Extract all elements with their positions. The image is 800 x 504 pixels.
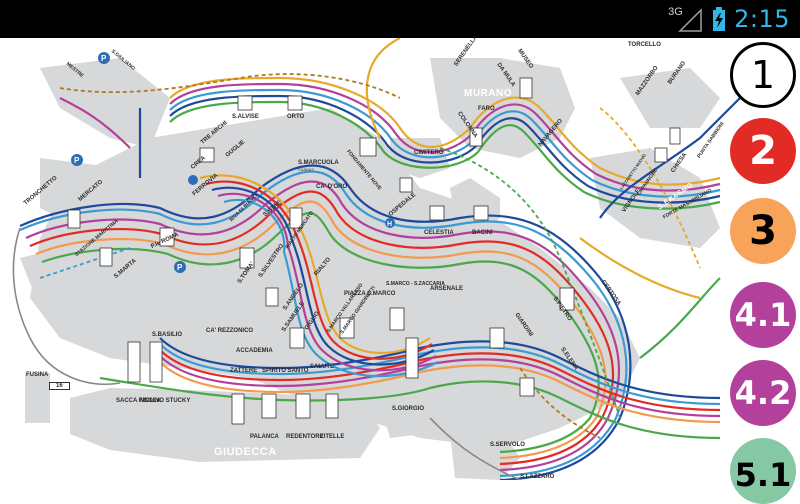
svg-text:P: P bbox=[101, 54, 107, 63]
stop-molino-stucky[interactable]: MOLINO STUCKY bbox=[140, 398, 191, 404]
line-5-1-button[interactable]: 5.1 bbox=[730, 438, 796, 504]
area-label-giudecca: GIUDECCA bbox=[214, 446, 277, 458]
svg-text:H: H bbox=[387, 221, 392, 228]
stop-s-marco-s-zaccaria[interactable]: S.MARCO - S.ZACCARIA bbox=[386, 281, 445, 287]
stop-cimitero[interactable]: CIMITERO bbox=[414, 150, 444, 156]
stop-torcello[interactable]: TORCELLO bbox=[628, 42, 661, 48]
line-selector: 1 2 3 4.1 4.2 5.1 bbox=[728, 38, 800, 504]
facility-icons: P P P H bbox=[71, 52, 395, 273]
route-lines bbox=[12, 38, 761, 480]
line-1-button[interactable]: 1 bbox=[730, 42, 796, 108]
map-graphics: P P P H bbox=[12, 38, 761, 480]
line-4-1-button[interactable]: 4.1 bbox=[730, 282, 796, 348]
stop-ca-rezzonico[interactable]: CA' REZZONICO bbox=[206, 328, 254, 334]
stop-s-alvise[interactable]: S.ALVISE bbox=[232, 114, 259, 120]
line-3-button[interactable]: 3 bbox=[730, 198, 796, 264]
svg-text:P: P bbox=[177, 263, 183, 272]
stop-palanca[interactable]: PALANCA bbox=[250, 434, 279, 440]
stop-ca-d-oro[interactable]: CA' D'ORO bbox=[316, 184, 348, 190]
stop-accademia[interactable]: ACCADEMIA bbox=[236, 348, 273, 354]
fusina-route-number: 16 bbox=[49, 382, 70, 390]
stop-arsenale[interactable]: ARSENALE bbox=[430, 286, 464, 292]
svg-text:P: P bbox=[74, 156, 80, 165]
line-5-1-label: 5.1 bbox=[734, 456, 792, 494]
line-2-button[interactable]: 2 bbox=[730, 118, 796, 184]
line-4-1-label: 4.1 bbox=[734, 296, 792, 334]
stop-s-lazzaro[interactable]: S.LAZZARO bbox=[520, 474, 555, 480]
line-4-2-button[interactable]: 4.2 bbox=[730, 360, 796, 426]
stop-spirito-santo[interactable]: SPIRITO SANTO bbox=[262, 368, 309, 374]
line-1-label: 1 bbox=[750, 53, 776, 97]
stop-s-marcuola[interactable]: S.MARCUOLA bbox=[298, 160, 339, 166]
stop-s-basilio[interactable]: S.BASILIO bbox=[152, 332, 183, 338]
status-icons: 3G 2:15 bbox=[668, 0, 790, 38]
stop-celestia[interactable]: CELESTIA bbox=[424, 230, 454, 236]
stop-zattere[interactable]: ZATTERE bbox=[230, 368, 258, 374]
stop-markers bbox=[67, 77, 681, 425]
stop-s-servolo[interactable]: S.SERVOLO bbox=[490, 442, 525, 448]
stop-orto[interactable]: ORTO bbox=[287, 114, 305, 120]
line-3-label: 3 bbox=[749, 208, 777, 254]
stop-piazza-s-marco[interactable]: PIAZZA S.MARCO bbox=[344, 291, 396, 297]
stop-zitelle[interactable]: ZITELLE bbox=[320, 434, 345, 440]
status-bar: 3G 2:15 bbox=[0, 0, 800, 38]
stop-s-giorgio[interactable]: S.GIORGIO bbox=[392, 406, 425, 412]
stop-bacini[interactable]: BACINI bbox=[472, 230, 493, 236]
clock: 2:15 bbox=[734, 5, 790, 33]
area-label-murano: MURANO bbox=[464, 88, 512, 99]
stop-sacca-fisola[interactable]: SACCA FISOLA bbox=[116, 398, 161, 404]
line-2-label: 2 bbox=[749, 128, 777, 174]
stop-fusina[interactable]: FUSINA bbox=[26, 372, 49, 378]
battery-charging-icon bbox=[713, 7, 726, 31]
stop-faro[interactable]: FARO bbox=[478, 106, 495, 112]
network-type: 3G bbox=[668, 6, 683, 18]
stop-casino[interactable]: CASINO' bbox=[298, 167, 315, 172]
stop-salute[interactable]: SALUTE bbox=[310, 364, 334, 370]
stop-redentore[interactable]: REDENTORE bbox=[286, 434, 324, 440]
dashed-routes bbox=[39, 73, 701, 439]
signal-icon: 3G bbox=[668, 6, 704, 32]
line-4-2-label: 4.2 bbox=[734, 374, 792, 412]
waterbus-route-map[interactable]: P P P H MURANO GIUDECCA S.ERASMO MESTRE … bbox=[0, 38, 800, 480]
